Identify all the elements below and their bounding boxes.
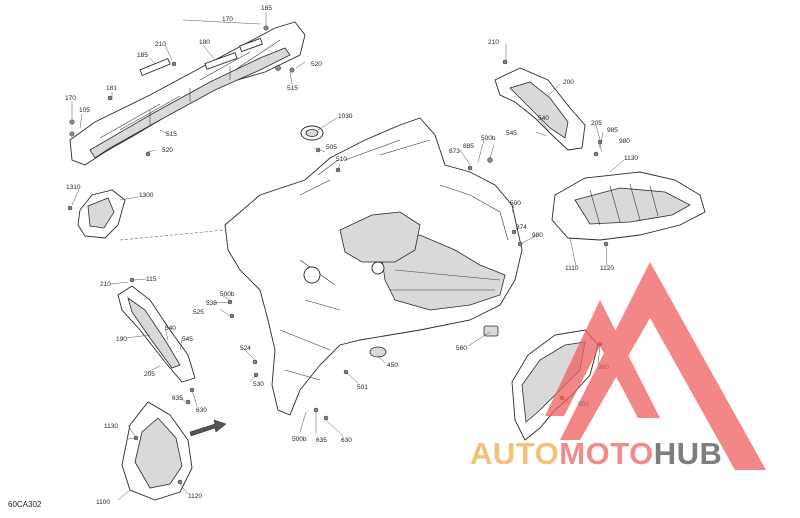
callout-545-lower[interactable]: 545 bbox=[182, 336, 193, 343]
main-body-panel[interactable] bbox=[224, 117, 523, 416]
grommet-450[interactable] bbox=[369, 346, 387, 358]
callout-1310[interactable]: 1310 bbox=[66, 184, 81, 191]
callout-181[interactable]: 181 bbox=[106, 85, 117, 92]
callout-170-left[interactable]: 170 bbox=[65, 95, 76, 102]
callout-515-lower[interactable]: 515 bbox=[166, 131, 177, 138]
callout-1100[interactable]: 1100 bbox=[96, 499, 110, 506]
callout-540[interactable]: 540 bbox=[538, 115, 549, 122]
callout-200[interactable]: 200 bbox=[563, 79, 574, 86]
callout-190[interactable]: 190 bbox=[116, 336, 127, 343]
callout-170[interactable]: 170 bbox=[222, 16, 233, 23]
watermark-text: AUTOMOTOHUB bbox=[470, 436, 722, 472]
callout-515[interactable]: 515 bbox=[287, 85, 298, 92]
reference-dash-line bbox=[119, 229, 226, 241]
fastener-group-upper bbox=[69, 25, 295, 157]
callout-205-lower[interactable]: 205 bbox=[144, 371, 155, 378]
leader-lines bbox=[71, 12, 625, 501]
callout-525[interactable]: 525 bbox=[193, 309, 204, 316]
callout-505[interactable]: 505 bbox=[326, 144, 337, 151]
callout-540-lower[interactable]: 540 bbox=[165, 325, 176, 332]
callout-210-right[interactable]: 210 bbox=[488, 39, 499, 46]
callout-520-lower[interactable]: 520 bbox=[162, 147, 173, 154]
callout-500b-bottom[interactable]: 500b bbox=[292, 436, 307, 443]
callout-1300[interactable]: 1300 bbox=[139, 192, 154, 199]
callout-980-lower[interactable]: 980 bbox=[532, 232, 543, 239]
callout-985[interactable]: 985 bbox=[607, 127, 618, 134]
callout-210[interactable]: 210 bbox=[155, 41, 166, 48]
callout-165[interactable]: 165 bbox=[261, 5, 272, 12]
callout-185[interactable]: 185 bbox=[137, 52, 148, 59]
watermark-logo bbox=[545, 262, 766, 470]
callout-1120-lower[interactable]: 1120 bbox=[188, 493, 202, 500]
callout-885[interactable]: 885 bbox=[463, 143, 474, 150]
callout-635-lower[interactable]: 635 bbox=[316, 437, 327, 444]
callout-520[interactable]: 520 bbox=[311, 61, 322, 68]
callout-1030[interactable]: 1030 bbox=[338, 113, 353, 120]
callout-500[interactable]: 500 bbox=[510, 200, 521, 207]
callout-635[interactable]: 635 bbox=[172, 395, 183, 402]
cap-1030[interactable] bbox=[300, 125, 324, 141]
small-bracket-1300[interactable] bbox=[77, 189, 126, 239]
callout-105[interactable]: 105 bbox=[79, 107, 90, 114]
callout-545[interactable]: 545 bbox=[506, 130, 517, 137]
callout-500b-top[interactable]: 500b bbox=[481, 135, 496, 142]
direction-arrow bbox=[189, 419, 227, 437]
callout-205[interactable]: 205 bbox=[591, 120, 602, 127]
callout-630-lower[interactable]: 630 bbox=[341, 437, 352, 444]
callout-501[interactable]: 501 bbox=[357, 384, 368, 391]
shelf-panel-1110[interactable] bbox=[551, 171, 706, 241]
callout-1110[interactable]: 1110 bbox=[565, 265, 579, 272]
callout-450[interactable]: 450 bbox=[387, 362, 398, 369]
callout-874[interactable]: 874 bbox=[516, 224, 527, 231]
callout-180[interactable]: 180 bbox=[199, 39, 210, 46]
diagram-reference-code: 60CA302 bbox=[8, 500, 42, 509]
callout-115[interactable]: 115 bbox=[146, 276, 157, 283]
callout-524[interactable]: 524 bbox=[240, 345, 251, 352]
watermark-moto: MOTO bbox=[559, 436, 654, 471]
bracket-200[interactable] bbox=[494, 67, 586, 151]
callout-873[interactable]: 873 bbox=[449, 148, 460, 155]
callout-980[interactable]: 980 bbox=[619, 138, 630, 145]
watermark-hub: HUB bbox=[653, 436, 723, 471]
callout-500b-mid[interactable]: 500b bbox=[220, 291, 235, 298]
callout-1130[interactable]: 1130 bbox=[624, 155, 638, 162]
callout-labels: 165 170 180 185 210 181 170 105 520 515 … bbox=[65, 5, 638, 506]
callout-560[interactable]: 560 bbox=[456, 345, 467, 352]
bracket-1100[interactable] bbox=[121, 401, 193, 501]
callout-1120[interactable]: 1120 bbox=[600, 265, 614, 272]
bracket-190[interactable] bbox=[117, 285, 196, 383]
watermark-auto: AUTO bbox=[470, 436, 560, 471]
upper-rail-part[interactable] bbox=[69, 21, 306, 166]
callout-210-lower[interactable]: 210 bbox=[100, 281, 111, 288]
callout-510[interactable]: 510 bbox=[336, 156, 347, 163]
callout-630[interactable]: 630 bbox=[196, 407, 207, 414]
callout-1130-lower[interactable]: 1130 bbox=[104, 423, 118, 430]
callout-538[interactable]: 538 bbox=[206, 300, 217, 307]
callout-530[interactable]: 530 bbox=[253, 381, 264, 388]
